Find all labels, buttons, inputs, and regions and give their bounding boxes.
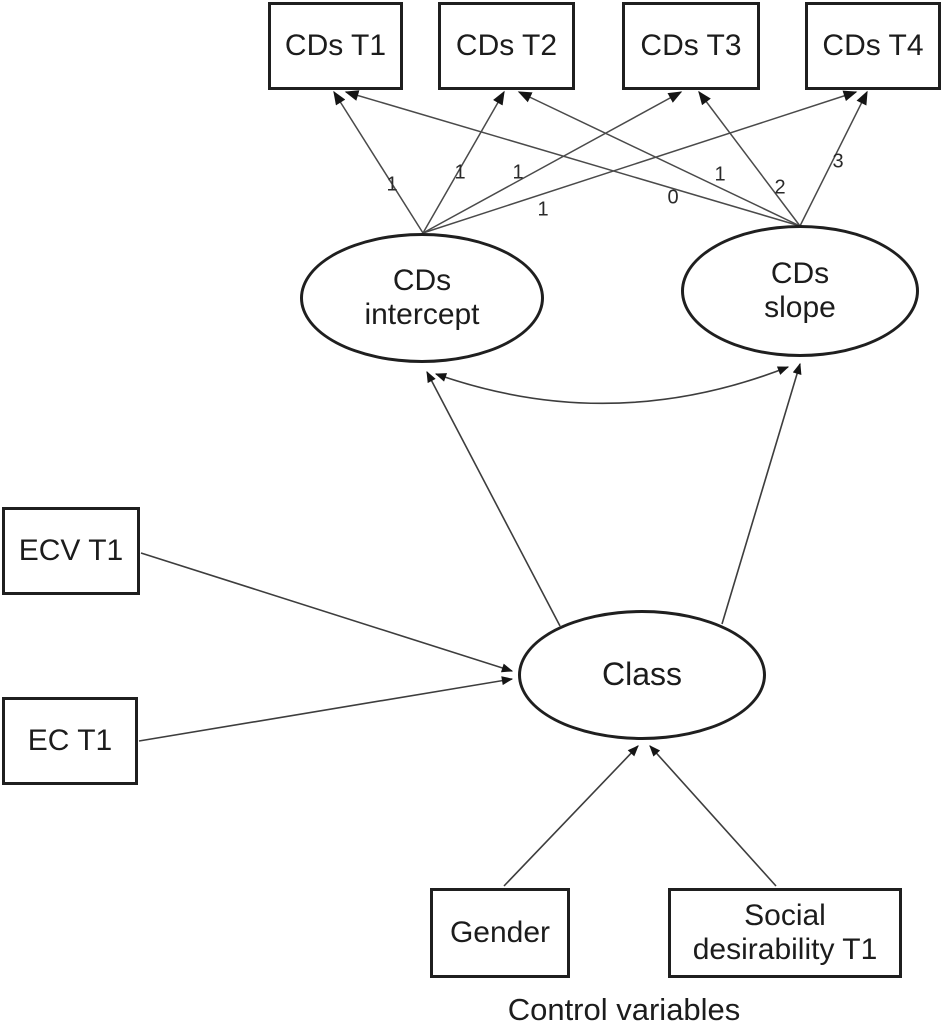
path-intercept-to-cds-t1	[333, 90, 424, 234]
node-social-desirability-label: Social desirability T1	[692, 899, 878, 966]
path-intercept-to-cds-t3	[422, 91, 683, 234]
node-ec-t1: EC T1	[2, 697, 138, 785]
node-ec-t1-label: EC T1	[27, 724, 113, 758]
path-slope-to-cds-t4	[799, 90, 868, 227]
node-cds-t4: CDs T4	[805, 2, 941, 90]
loading-slope-t4: 3	[832, 150, 844, 173]
node-ecv-t1: ECV T1	[2, 507, 140, 595]
loading-slope-t3: 2	[774, 176, 786, 199]
node-cds-t1: CDs T1	[268, 2, 403, 90]
path-class-to-slope	[721, 362, 802, 625]
path-ecv-to-class	[140, 552, 514, 673]
node-class-label: Class	[601, 656, 682, 693]
path-slope-to-cds-t3	[698, 90, 801, 227]
loading-slope-t2: 1	[714, 163, 726, 186]
path-slope-to-cds-t1	[344, 90, 801, 227]
caption-control-variables: Control variables	[507, 992, 741, 1027]
path-covariance-intercept-slope	[434, 366, 790, 405]
loading-intercept-t3: 1	[512, 161, 524, 184]
node-cds-t1-label: CDs T1	[284, 29, 387, 63]
node-cds-intercept-label: CDs intercept	[364, 264, 480, 331]
node-cds-t2: CDs T2	[438, 2, 575, 90]
loading-slope-t1: 0	[667, 186, 679, 209]
path-intercept-to-cds-t2	[422, 90, 505, 234]
node-cds-t3: CDs T3	[622, 2, 760, 90]
node-cds-intercept: CDs intercept	[300, 233, 544, 363]
node-gender: Gender	[430, 888, 570, 978]
path-slope-to-cds-t2	[517, 91, 801, 227]
path-intercept-to-cds-t4	[422, 90, 858, 234]
loading-intercept-t1: 1	[386, 173, 398, 196]
path-gender-to-class	[503, 745, 639, 887]
node-gender-label: Gender	[449, 916, 551, 950]
node-cds-slope: CDs slope	[681, 225, 919, 357]
node-class: Class	[518, 610, 766, 740]
node-social-desirability: Social desirability T1	[668, 888, 902, 978]
path-social-to-class	[649, 745, 777, 887]
loading-intercept-t2: 1	[454, 161, 466, 184]
node-cds-t2-label: CDs T2	[455, 29, 558, 63]
node-cds-slope-label: CDs slope	[764, 257, 836, 324]
path-class-to-intercept	[426, 371, 561, 627]
node-cds-t3-label: CDs T3	[640, 29, 742, 63]
node-cds-t4-label: CDs T4	[822, 29, 924, 63]
node-ecv-t1-label: ECV T1	[18, 534, 124, 568]
loading-intercept-t4: 1	[537, 198, 549, 221]
path-ec-to-class	[138, 676, 514, 742]
